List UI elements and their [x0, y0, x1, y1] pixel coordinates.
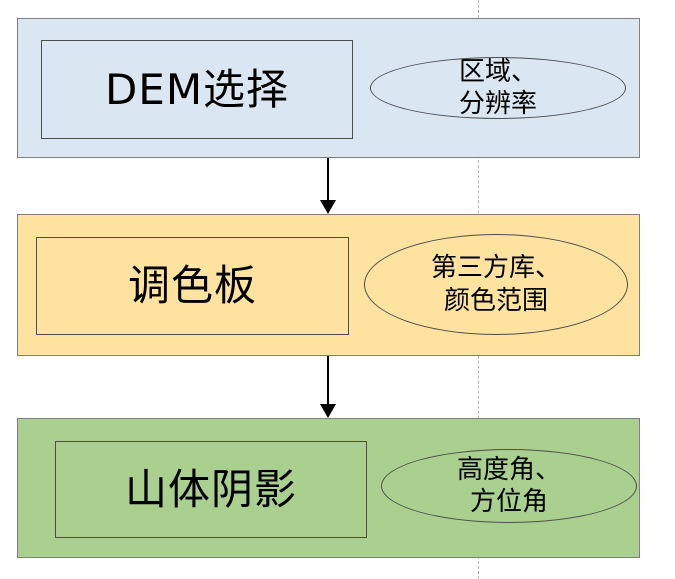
stage-params-ellipse: 第三方库、 颜色范围: [364, 234, 628, 335]
stage-palette: 调色板 第三方库、 颜色范围: [17, 214, 640, 356]
flow-arrow: [318, 158, 338, 214]
stage-title: 调色板: [127, 261, 257, 310]
stage-params-ellipse: 区域、 分辨率: [370, 57, 626, 119]
stage-title-box: DEM选择: [41, 40, 353, 139]
stage-title: 山体阴影: [124, 464, 297, 514]
stage-param-line: 高度角、: [456, 454, 561, 485]
stage-hillshade: 山体阴影 高度角、 方位角: [17, 418, 640, 558]
stage-params: 高度角、 方位角: [457, 454, 561, 519]
arrow-shaft: [327, 356, 329, 406]
arrow-shaft: [327, 158, 329, 202]
stage-param-line: 颜色范围: [443, 285, 548, 316]
stage-params: 第三方库、 颜色范围: [431, 252, 561, 317]
stage-param-line: 方位角: [469, 487, 548, 517]
stage-title-box: 山体阴影: [55, 441, 367, 538]
stage-title-box: 调色板: [36, 237, 349, 335]
stage-param-line: 第三方库、: [430, 253, 561, 283]
stage-param-line: 区域、: [458, 56, 537, 87]
stage-param-line: 分辨率: [458, 89, 537, 119]
stage-params: 区域、 分辨率: [459, 56, 537, 121]
arrow-down-icon: [320, 404, 336, 418]
flow-arrow: [318, 356, 338, 418]
stage-params-ellipse: 高度角、 方位角: [381, 449, 637, 523]
arrow-down-icon: [320, 200, 336, 214]
stage-title: DEM选择: [104, 64, 290, 114]
stage-dem-selection: DEM选择 区域、 分辨率: [17, 18, 640, 158]
